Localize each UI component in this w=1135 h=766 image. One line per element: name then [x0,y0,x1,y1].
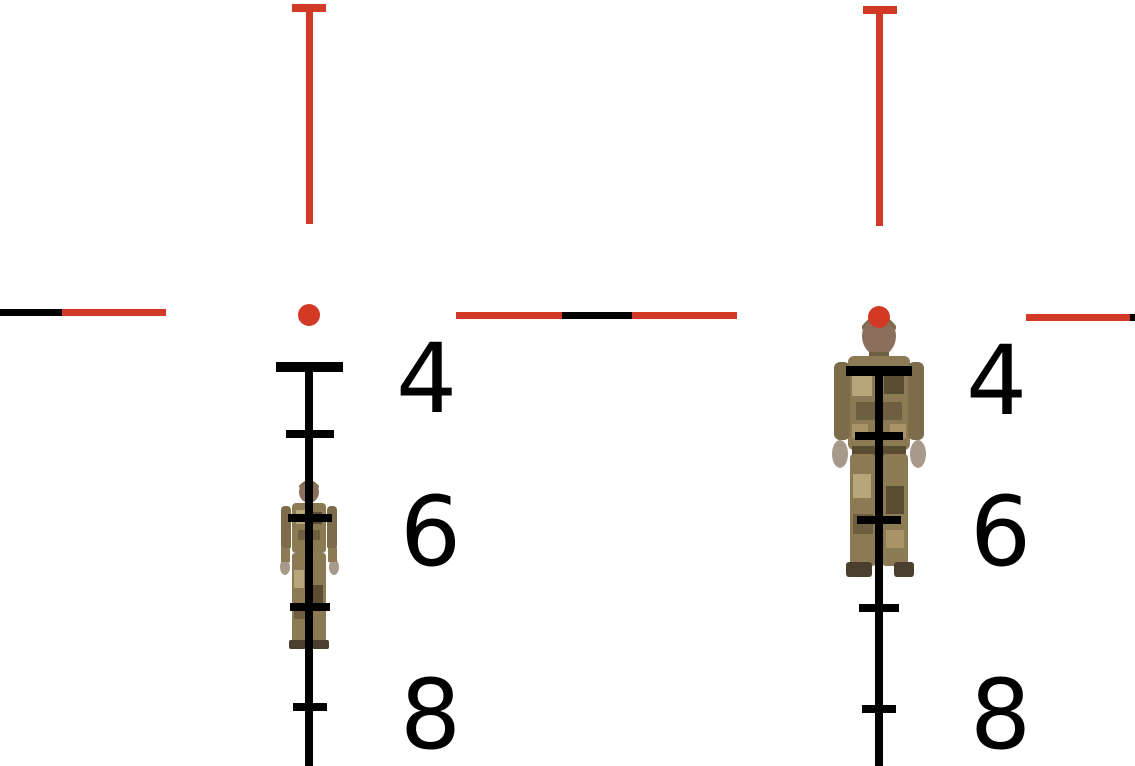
range-label-8-right: 8 [970,659,1031,766]
right-reticle: 4 6 8 [832,6,1135,766]
range-label-4-right: 4 [966,325,1027,437]
left-reticle: 4 6 8 [0,4,737,766]
horizontal-bar-left-outer [0,309,166,316]
ranging-stadia-left [276,362,343,766]
horizontal-bar-right-outer [1026,314,1135,321]
horizontal-bar-center [456,312,737,319]
aim-dot-right [868,306,890,328]
range-label-8-left: 8 [400,659,461,766]
top-post-right [863,6,897,226]
range-label-6-right: 6 [970,476,1031,588]
range-label-4-left: 4 [396,323,457,435]
aim-dot-left [298,304,320,326]
range-label-6-left: 6 [400,476,461,588]
ranging-stadia-right [846,366,912,766]
top-post-left [292,4,326,224]
